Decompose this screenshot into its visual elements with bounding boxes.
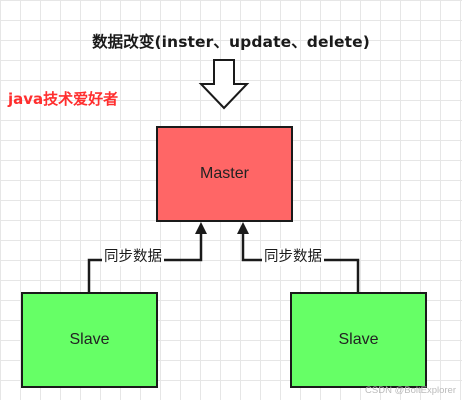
arrowhead-left-icon xyxy=(195,222,207,234)
sync-label-right: 同步数据 xyxy=(262,248,324,266)
slave-right-label: Slave xyxy=(338,331,379,348)
slave-left-label: Slave xyxy=(69,331,110,348)
down-arrow-icon xyxy=(198,59,250,110)
author-watermark: java技术爱好者 xyxy=(8,90,119,108)
master-node: Master xyxy=(156,126,293,222)
diagram-title: 数据改变(inster、update、delete) xyxy=(92,33,370,51)
master-label: Master xyxy=(200,165,249,182)
arrowhead-right-icon xyxy=(237,222,249,234)
csdn-watermark: CSDN @BoltExplorer xyxy=(365,385,456,396)
slave-node-right: Slave xyxy=(290,292,427,388)
sync-label-left: 同步数据 xyxy=(102,248,164,266)
slave-node-left: Slave xyxy=(21,292,158,388)
